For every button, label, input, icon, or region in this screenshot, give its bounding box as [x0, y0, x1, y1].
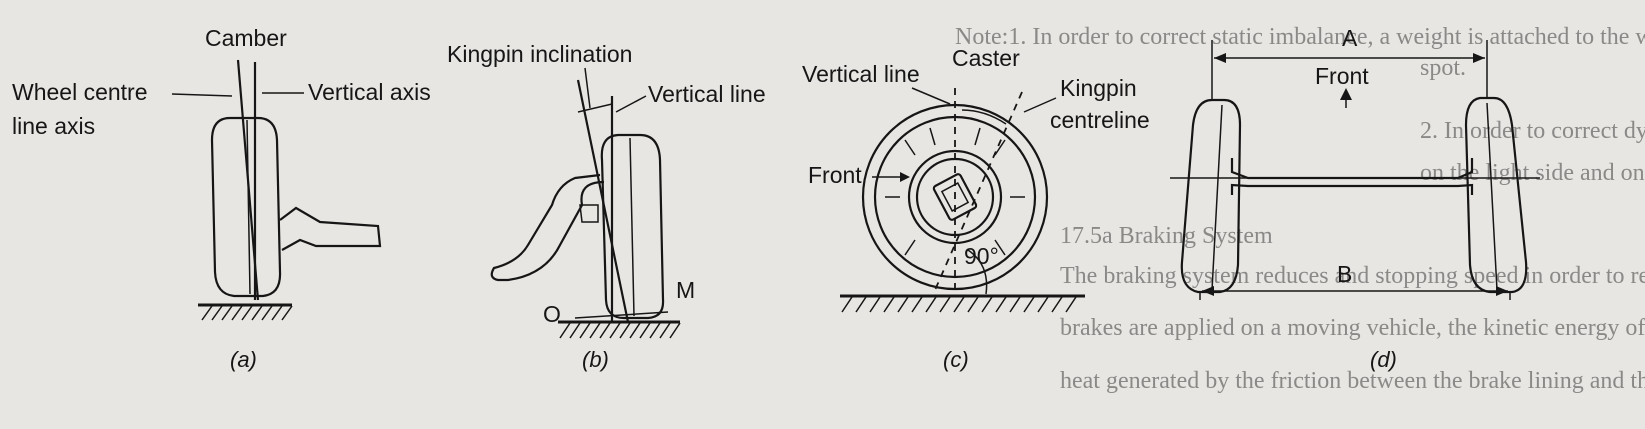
bg-line-5: 17.5a Braking System [1060, 223, 1273, 249]
bg-line-7: brakes are applied on a moving vehicle, … [1060, 315, 1645, 341]
caster-angle-arc [961, 109, 1007, 125]
label-dim-b: B [1337, 261, 1352, 287]
label-front-d: Front [1315, 63, 1369, 89]
background-text: Note:1. In order to correct static imbal… [955, 24, 1645, 394]
vertical-line-pointer-b [615, 95, 647, 113]
dim-b-arrow-left [1202, 286, 1214, 296]
label-camber: Camber [205, 25, 287, 51]
figure-a-camber: Camber Wheel centre line axis Vertical a… [12, 25, 431, 372]
steering-knuckle [490, 173, 605, 282]
caption-c: (c) [943, 347, 969, 372]
right-angle-arc [967, 249, 988, 295]
scrub-line [574, 311, 669, 319]
label-vertical-line-b: Vertical line [648, 81, 766, 107]
camber-axle-arm [279, 206, 382, 251]
ground-hatch-b [559, 322, 681, 339]
right-wheel-inner-line [1486, 102, 1498, 291]
label-kingpin-c: Kingpin [1060, 75, 1137, 101]
kingpin-centreline [934, 91, 1023, 291]
kingpin-pointer-c [1023, 97, 1057, 113]
label-point-m: M [676, 277, 695, 303]
left-wheel-inner-line [1211, 104, 1223, 291]
label-90-degrees: 90° [964, 243, 999, 269]
kingpin-tyre-inner-line [629, 137, 635, 317]
label-dim-a: A [1342, 25, 1358, 51]
figure-d-toe: A B Front (d) [1170, 25, 1540, 372]
figure-c-caster: Caster Vertical line Kingpin centreline … [802, 45, 1150, 372]
caster-hub-outer [907, 149, 1003, 245]
kingpin-pointer [584, 67, 591, 109]
dim-b-arrow-right [1496, 286, 1508, 296]
caption-a: (a) [230, 347, 257, 372]
figure-b-kingpin-inclination: Kingpin inclination Vertical line O M (b… [447, 41, 766, 372]
bg-line-4: on the light side and one on the opposit… [1420, 160, 1645, 186]
caption-b: (b) [582, 347, 609, 372]
vertical-line-pointer-c [911, 87, 951, 105]
dim-a-arrow-left [1214, 53, 1226, 63]
bg-line-6: The braking system reduces and stopping … [1060, 263, 1645, 289]
label-wheel-centre: Wheel centre [12, 79, 148, 105]
label-centreline-c: centreline [1050, 107, 1150, 133]
camber-tyre-inner-line [246, 119, 251, 295]
bg-line-2: spot. [1420, 55, 1466, 81]
caster-spokes [885, 127, 1025, 256]
front-arrow-head-d [1340, 88, 1352, 100]
kingpin-angle-tick-1 [577, 103, 613, 113]
right-wheel-outline [1464, 96, 1528, 294]
camber-wheel-outline [210, 116, 282, 298]
label-kingpin-inclination: Kingpin inclination [447, 41, 632, 67]
caption-d: (d) [1370, 347, 1397, 372]
label-point-o: O [543, 301, 561, 327]
bg-line-3: 2. In order to correct dynamic imbalance… [1420, 118, 1645, 144]
bg-line-8: heat generated by the friction between t… [1060, 368, 1645, 394]
label-front-c: Front [808, 162, 862, 188]
kingpin-axis-line [576, 79, 630, 323]
kingpin-wheel-outline [600, 133, 665, 320]
bg-line-1: Note:1. In order to correct static imbal… [955, 24, 1645, 50]
label-vertical-line-c: Vertical line [802, 61, 920, 87]
label-caster: Caster [952, 45, 1020, 71]
wheel-centre-pointer [171, 93, 233, 97]
knuckle-detail [579, 204, 599, 223]
label-line-axis: line axis [12, 113, 95, 139]
dim-a-arrow-right [1473, 53, 1485, 63]
front-arrow-head-c [900, 172, 910, 182]
ground-hatch-a [201, 305, 293, 321]
ground-hatch-c [841, 296, 1077, 313]
label-vertical-axis: Vertical axis [308, 79, 431, 105]
caster-knuckle [932, 173, 978, 221]
left-wheel-outline [1180, 98, 1242, 294]
